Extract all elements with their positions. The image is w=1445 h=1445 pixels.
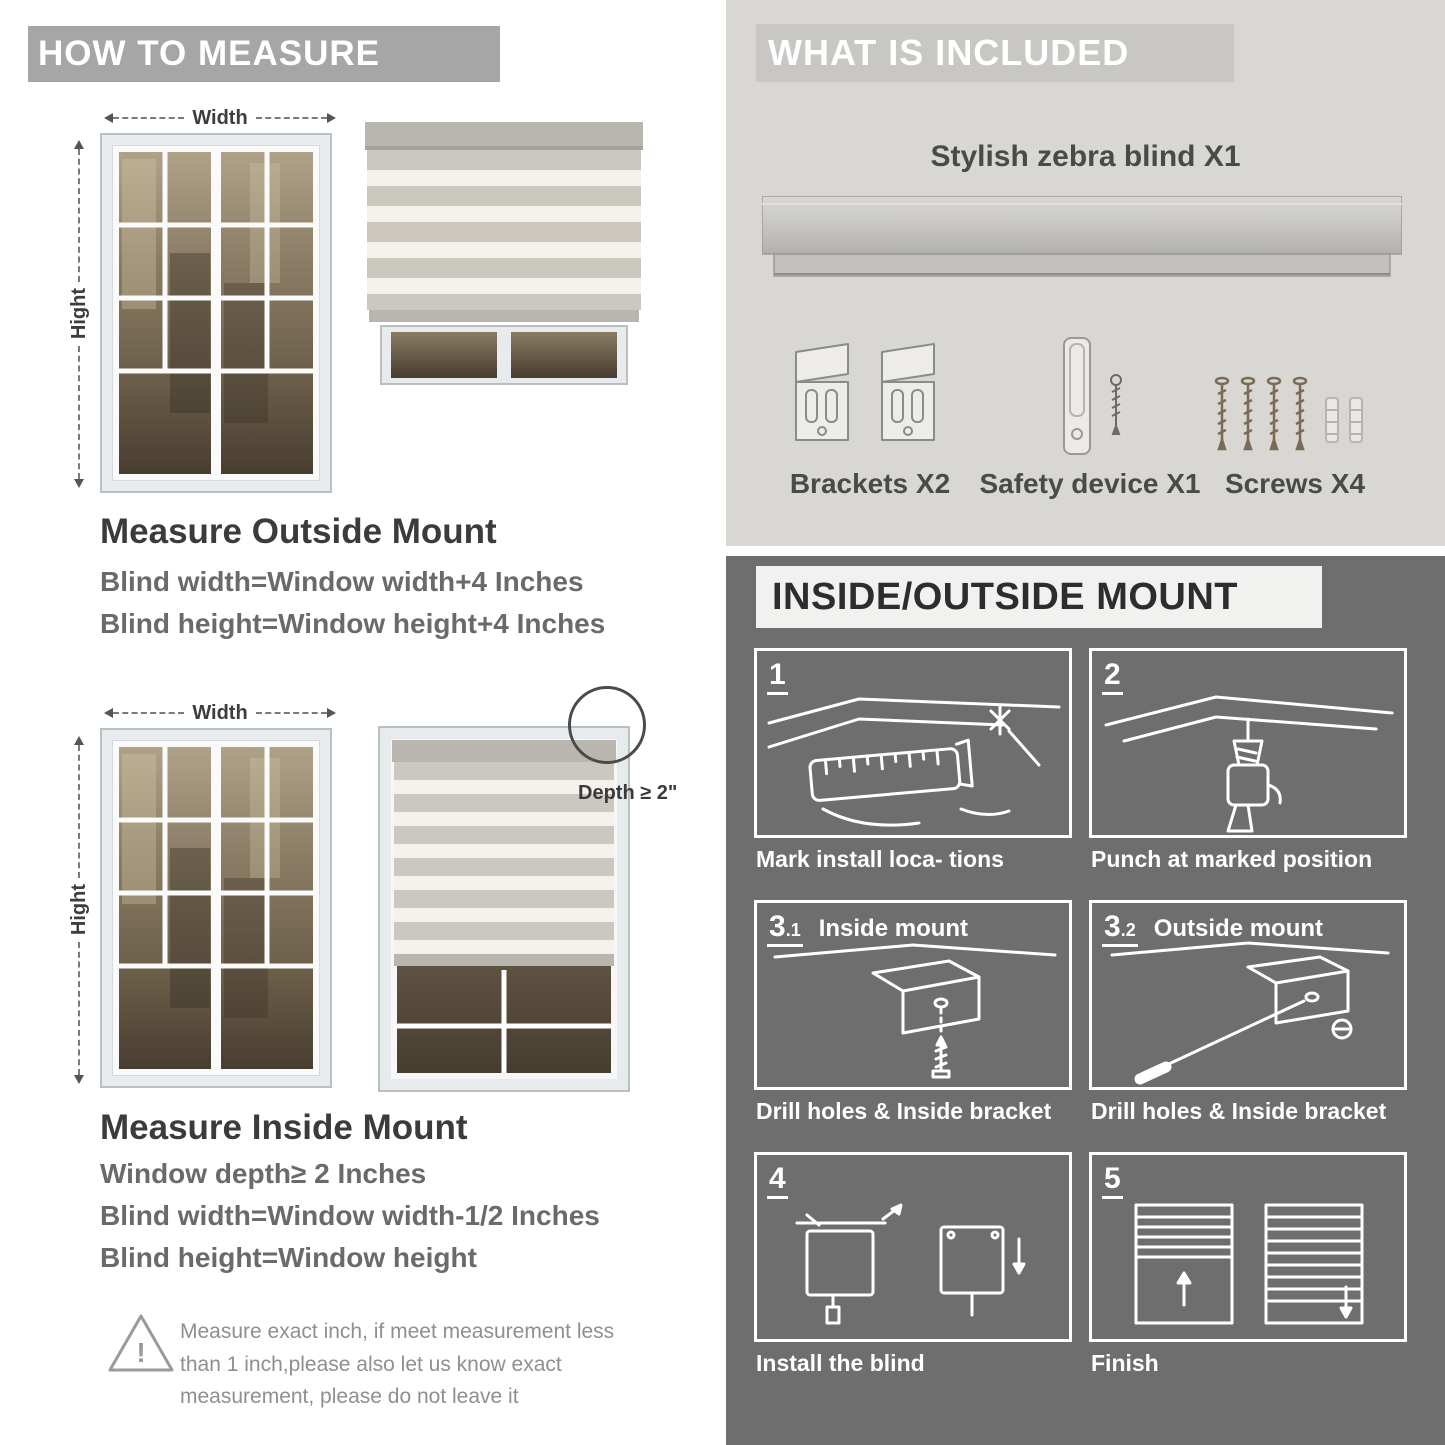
inside-formula-height: Blind height=Window height: [100, 1242, 477, 1273]
inside-outside-mount-header: INSIDE/OUTSIDE MOUNT: [756, 566, 1322, 628]
svg-text:!: !: [136, 1337, 145, 1368]
inside-height-arrow: Hight: [64, 736, 94, 1084]
arrow-up-icon: [74, 736, 84, 745]
mount-panel: [726, 556, 1445, 1445]
what-is-included-header: WHAT IS INCLUDED: [756, 24, 1234, 82]
depth-callout-circle: [568, 686, 646, 764]
step2-caption: Punch at marked position: [1091, 846, 1373, 872]
depth-label: Depth ≥ 2": [578, 782, 678, 804]
inside-mount-title: Measure Inside Mount: [100, 1108, 468, 1147]
step1-mark-illustration: [767, 697, 1061, 827]
arrow-left-icon: [104, 113, 113, 123]
headrail-illustration: [762, 196, 1402, 277]
height-label: Hight: [67, 288, 90, 340]
step4-caption: Install the blind: [756, 1350, 925, 1376]
step4-install-illustration: [795, 1203, 1026, 1325]
step2-drill-illustration: [1104, 695, 1394, 833]
step-box-3-1: 3.1 Inside mount: [754, 900, 1072, 1090]
inside-formula-depth: Window depth≥ 2 Inches: [100, 1158, 427, 1189]
outside-height-arrow: Hight: [64, 140, 94, 488]
width-label: Width: [192, 106, 248, 129]
step-number: 1: [769, 658, 786, 691]
step-number: 2: [1104, 658, 1121, 691]
step3-1-inside-bracket-illustration: [773, 943, 1057, 1079]
brackets-icon: [795, 343, 935, 441]
step-box-1: 1: [754, 648, 1072, 838]
zebra-blind-illustration-outside: [365, 122, 643, 385]
height-label: Hight: [67, 884, 90, 936]
step-label: Inside mount: [818, 915, 969, 942]
warning-text: Measure exact inch, if meet measurement …: [180, 1320, 615, 1409]
safety-device-caption: Safety device X1: [979, 468, 1201, 499]
arrow-up-icon: [74, 140, 84, 149]
screws-caption: Screws X4: [1224, 468, 1366, 499]
step-number: 4: [769, 1162, 786, 1195]
step3-2-outside-bracket-illustration: [1110, 941, 1390, 1085]
step-box-3-2: 3.2 Outside mount: [1089, 900, 1407, 1090]
step3-2-caption: Drill holes & Inside bracket: [1091, 1098, 1387, 1124]
arrow-right-icon: [327, 113, 337, 123]
warning-triangle-icon: !: [108, 1314, 174, 1372]
step5-finish-illustration: [1134, 1203, 1364, 1325]
step-number: 3: [769, 910, 786, 943]
arrow-down-icon: [74, 1075, 84, 1084]
zebra-blind-illustration-inside: [378, 726, 630, 1092]
window-illustration-outside: [100, 133, 332, 493]
step-label: Outside mount: [1153, 915, 1324, 942]
step1-caption: Mark install loca- tions: [756, 846, 1004, 872]
step3-1-caption: Drill holes & Inside bracket: [756, 1098, 1052, 1124]
outside-formula-height: Blind height=Window height+4 Inches: [100, 608, 606, 639]
step-number: 3: [1104, 910, 1121, 943]
step5-caption: Finish: [1091, 1350, 1159, 1376]
product-label: Stylish zebra blind X1: [930, 140, 1241, 173]
width-label: Width: [192, 701, 248, 724]
outside-width-arrow: Width: [104, 106, 337, 130]
screws-icon: [1214, 376, 1363, 451]
step-number: 5: [1104, 1162, 1121, 1195]
step-box-4: 4: [754, 1152, 1072, 1342]
safety-device-icon: [1063, 337, 1122, 455]
brackets-caption: Brackets X2: [789, 468, 951, 499]
inside-formula-width: Blind width=Window width-1/2 Inches: [100, 1200, 600, 1231]
arrow-down-icon: [74, 479, 84, 488]
arrow-right-icon: [327, 708, 337, 718]
how-to-measure-header: HOW TO MEASURE: [28, 26, 500, 82]
step-box-5: 5: [1089, 1152, 1407, 1342]
window-illustration-inside: [100, 728, 332, 1088]
outside-formula-width: Blind width=Window width+4 Inches: [100, 566, 584, 597]
outside-mount-title: Measure Outside Mount: [100, 512, 497, 551]
step-box-2: 2: [1089, 648, 1407, 838]
inside-width-arrow: Width: [104, 701, 337, 725]
arrow-left-icon: [104, 708, 113, 718]
